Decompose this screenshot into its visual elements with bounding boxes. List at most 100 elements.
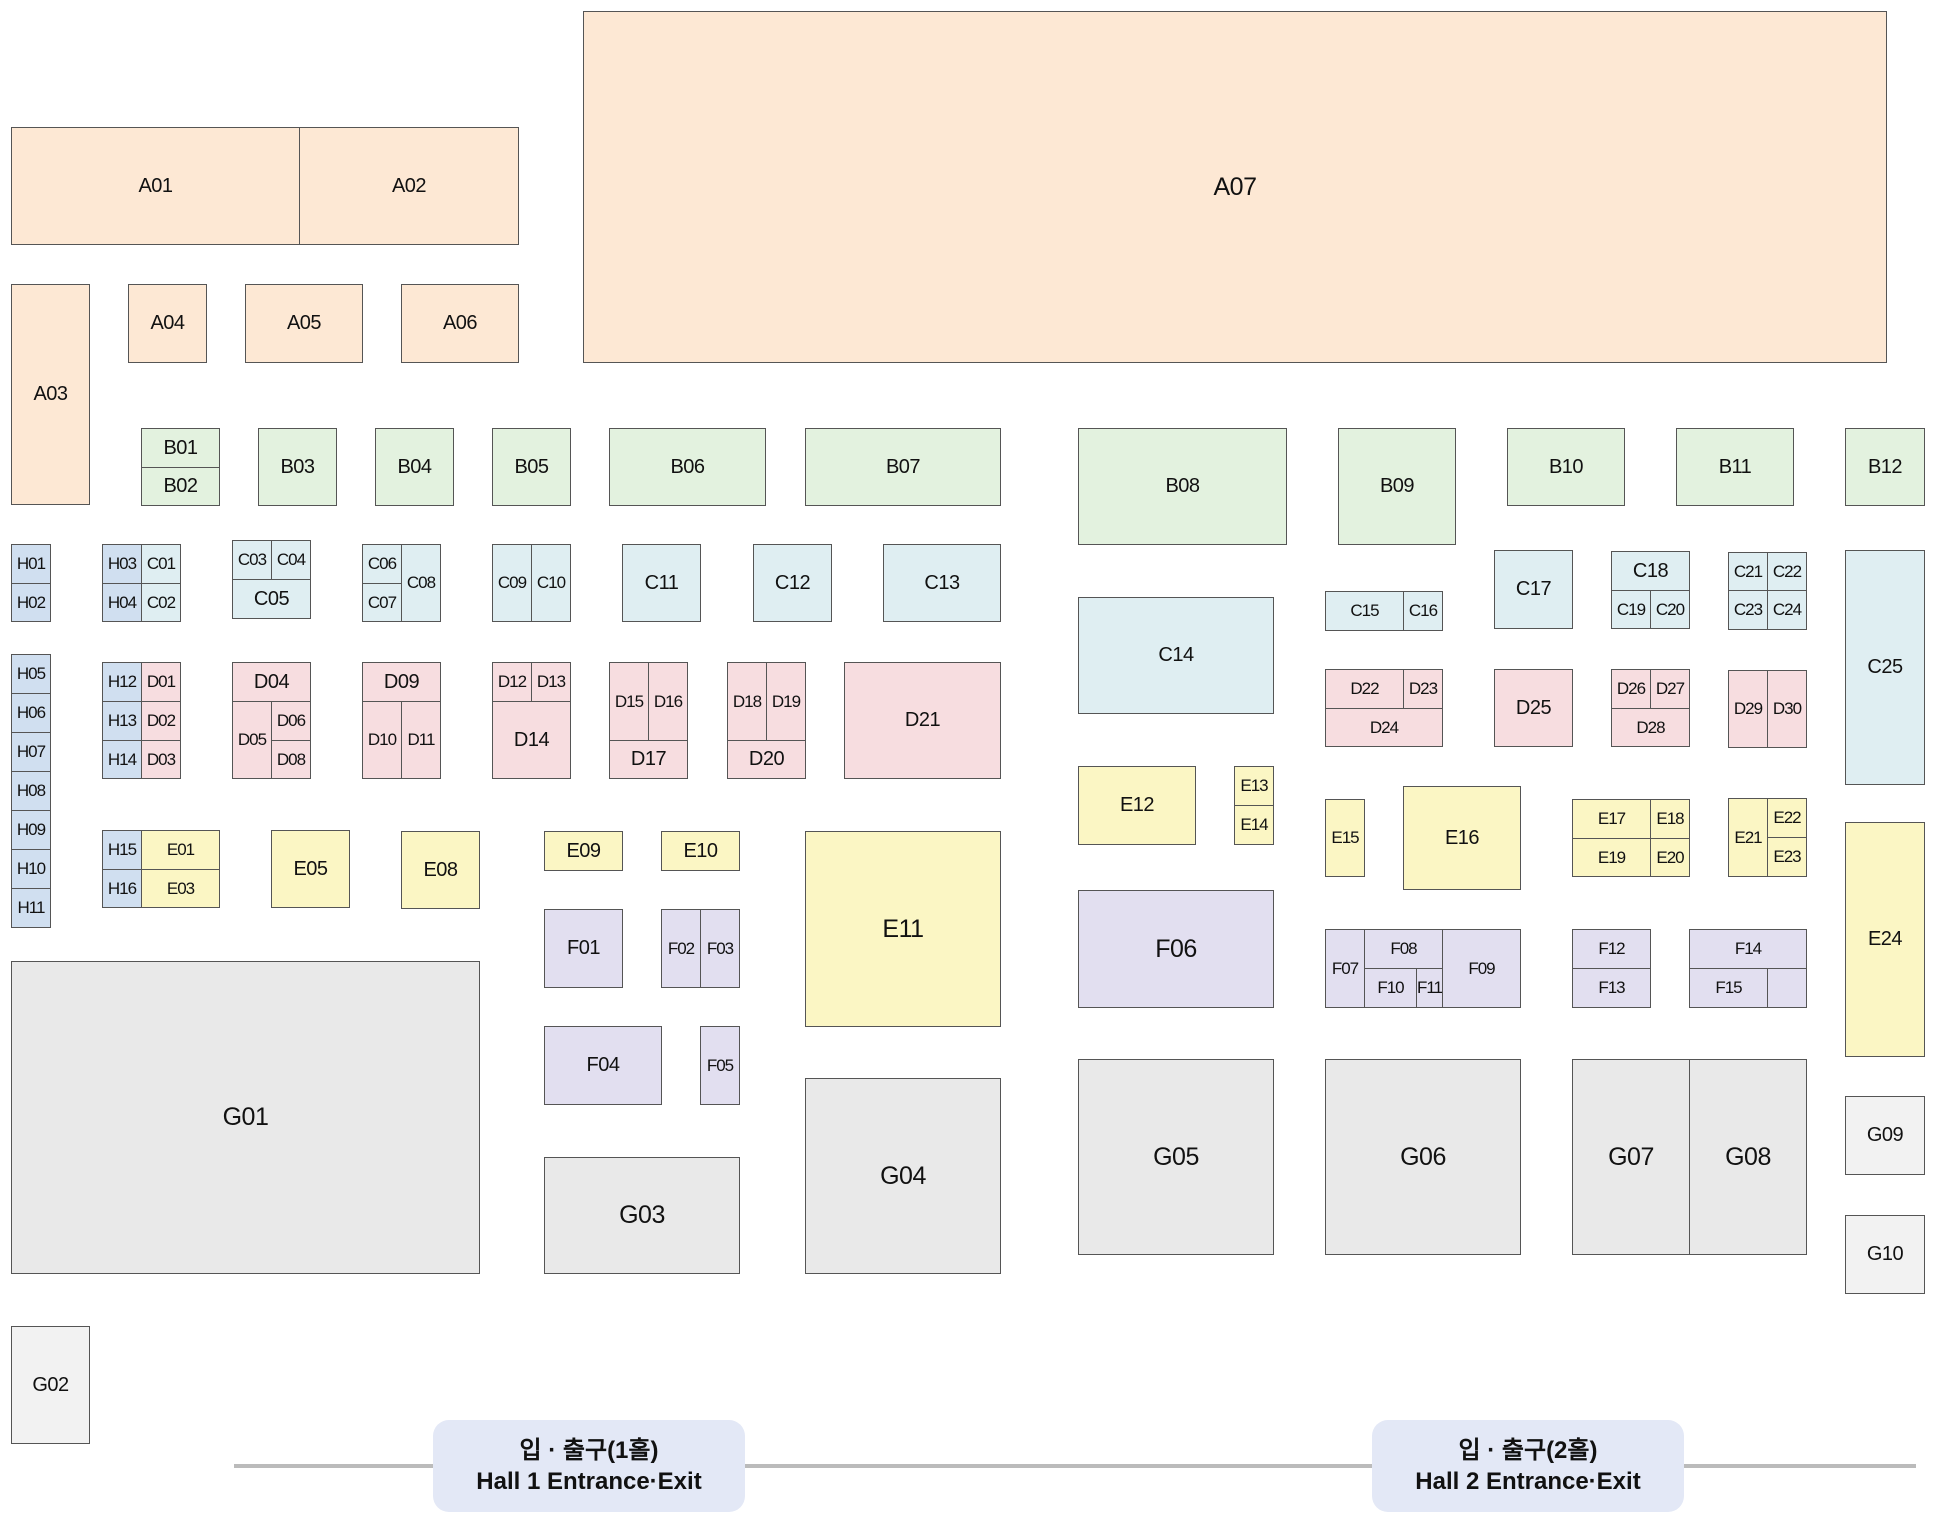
booth-f15[interactable]: F15 xyxy=(1689,968,1768,1008)
booth-d30[interactable]: D30 xyxy=(1767,670,1807,748)
booth-e10[interactable]: E10 xyxy=(661,831,740,871)
booth-g03[interactable]: G03 xyxy=(544,1157,740,1274)
booth-a04[interactable]: A04 xyxy=(128,284,207,363)
booth-f10[interactable]: F10 xyxy=(1364,968,1417,1008)
hall1-entrance[interactable]: 입 · 출구(1홀) Hall 1 Entrance·Exit xyxy=(433,1420,745,1512)
booth-c21[interactable]: C21 xyxy=(1728,552,1768,591)
booth-c23[interactable]: C23 xyxy=(1728,590,1768,630)
booth-e23[interactable]: E23 xyxy=(1767,837,1807,877)
booth-d15[interactable]: D15 xyxy=(609,662,649,741)
booth-b02[interactable]: B02 xyxy=(141,467,220,506)
booth-c24[interactable]: C24 xyxy=(1767,590,1807,630)
booth-e12[interactable]: E12 xyxy=(1078,766,1196,845)
booth-e22[interactable]: E22 xyxy=(1767,798,1807,838)
booth-c25[interactable]: C25 xyxy=(1845,550,1925,785)
booth-d18[interactable]: D18 xyxy=(727,662,767,741)
booth-c11[interactable]: C11 xyxy=(622,544,701,622)
booth-e01[interactable]: E01 xyxy=(141,830,220,870)
booth-c20[interactable]: C20 xyxy=(1650,590,1690,629)
booth-g01[interactable]: G01 xyxy=(11,961,480,1274)
booth-b05[interactable]: B05 xyxy=(492,428,571,506)
booth-f01[interactable]: F01 xyxy=(544,909,623,988)
booth-d26[interactable]: D26 xyxy=(1611,669,1651,709)
booth-c19[interactable]: C19 xyxy=(1611,590,1651,629)
booth-e15[interactable]: E15 xyxy=(1325,799,1365,877)
booth-h01[interactable]: H01 xyxy=(11,544,51,584)
booth-d29[interactable]: D29 xyxy=(1728,670,1768,748)
booth-c04[interactable]: C04 xyxy=(271,540,311,580)
booth-c02[interactable]: C02 xyxy=(141,583,181,622)
booth-d19[interactable]: D19 xyxy=(766,662,806,741)
booth-f06[interactable]: F06 xyxy=(1078,890,1274,1008)
booth-e19[interactable]: E19 xyxy=(1572,838,1651,877)
booth-c08[interactable]: C08 xyxy=(401,544,441,622)
booth-e08[interactable]: E08 xyxy=(401,831,480,909)
booth-h04[interactable]: H04 xyxy=(102,583,142,622)
booth-c22[interactable]: C22 xyxy=(1767,552,1807,591)
booth-b04[interactable]: B04 xyxy=(375,428,454,506)
booth-f09[interactable]: F09 xyxy=(1442,929,1521,1008)
booth-c07[interactable]: C07 xyxy=(362,583,402,622)
booth-h03[interactable]: H03 xyxy=(102,544,142,584)
booth-h14[interactable]: H14 xyxy=(102,740,142,779)
booth-h08[interactable]: H08 xyxy=(11,771,51,811)
booth-g10[interactable]: G10 xyxy=(1845,1215,1925,1294)
booth-d23[interactable]: D23 xyxy=(1403,669,1443,709)
booth-a05[interactable]: A05 xyxy=(245,284,363,363)
booth-b09[interactable]: B09 xyxy=(1338,428,1456,545)
booth-f05[interactable]: F05 xyxy=(700,1026,740,1105)
booth-e21[interactable]: E21 xyxy=(1728,798,1768,877)
booth-a06[interactable]: A06 xyxy=(401,284,519,363)
booth-h07[interactable]: H07 xyxy=(11,732,51,772)
hall2-entrance[interactable]: 입 · 출구(2홀) Hall 2 Entrance·Exit xyxy=(1372,1420,1684,1512)
booth-h13[interactable]: H13 xyxy=(102,701,142,741)
booth-b07[interactable]: B07 xyxy=(805,428,1001,506)
booth-f14[interactable]: F14 xyxy=(1689,929,1807,969)
booth-c13[interactable]: C13 xyxy=(883,544,1001,622)
booth-e11[interactable]: E11 xyxy=(805,831,1001,1027)
booth-c10[interactable]: C10 xyxy=(531,544,571,622)
booth-d06[interactable]: D06 xyxy=(271,701,311,741)
booth-d22[interactable]: D22 xyxy=(1325,669,1404,709)
booth-g02[interactable]: G02 xyxy=(11,1326,90,1444)
booth-a03[interactable]: A03 xyxy=(11,284,90,505)
booth-g04[interactable]: G04 xyxy=(805,1078,1001,1274)
booth-g05[interactable]: G05 xyxy=(1078,1059,1274,1255)
booth-d05[interactable]: D05 xyxy=(232,701,272,779)
booth-b03[interactable]: B03 xyxy=(258,428,337,506)
booth-f12[interactable]: F12 xyxy=(1572,929,1651,969)
booth-d17[interactable]: D17 xyxy=(609,740,688,779)
booth-c09[interactable]: C09 xyxy=(492,544,532,622)
booth-c15[interactable]: C15 xyxy=(1325,591,1404,631)
booth-f07[interactable]: F07 xyxy=(1325,929,1365,1008)
booth-g06[interactable]: G06 xyxy=(1325,1059,1521,1255)
booth-e17[interactable]: E17 xyxy=(1572,799,1651,839)
booth-b08[interactable]: B08 xyxy=(1078,428,1287,545)
booth-g08[interactable]: G08 xyxy=(1689,1059,1807,1255)
booth-d20[interactable]: D20 xyxy=(727,740,806,779)
booth-e03[interactable]: E03 xyxy=(141,869,220,908)
booth-h02[interactable]: H02 xyxy=(11,583,51,622)
booth-e14[interactable]: E14 xyxy=(1234,805,1274,845)
booth-f13[interactable]: F13 xyxy=(1572,968,1651,1008)
booth-c03[interactable]: C03 xyxy=(232,540,272,580)
booth-b10[interactable]: B10 xyxy=(1507,428,1625,506)
booth-d28[interactable]: D28 xyxy=(1611,708,1690,747)
booth-a01[interactable]: A01 xyxy=(11,127,300,245)
booth-a07[interactable]: A07 xyxy=(583,11,1887,363)
booth-d13[interactable]: D13 xyxy=(531,662,571,702)
booth-g09[interactable]: G09 xyxy=(1845,1096,1925,1175)
booth-c16[interactable]: C16 xyxy=(1403,591,1443,631)
booth-a02[interactable]: A02 xyxy=(299,127,519,245)
booth-d24[interactable]: D24 xyxy=(1325,708,1443,747)
booth-h11[interactable]: H11 xyxy=(11,888,51,928)
booth-d25[interactable]: D25 xyxy=(1494,669,1573,747)
booth-d16[interactable]: D16 xyxy=(648,662,688,741)
booth-d09[interactable]: D09 xyxy=(362,662,441,702)
booth-c17[interactable]: C17 xyxy=(1494,550,1573,629)
booth-c12[interactable]: C12 xyxy=(753,544,832,622)
booth-d27[interactable]: D27 xyxy=(1650,669,1690,709)
booth-e16[interactable]: E16 xyxy=(1403,786,1521,890)
booth-h12[interactable]: H12 xyxy=(102,662,142,702)
booth-d01[interactable]: D01 xyxy=(141,662,181,702)
